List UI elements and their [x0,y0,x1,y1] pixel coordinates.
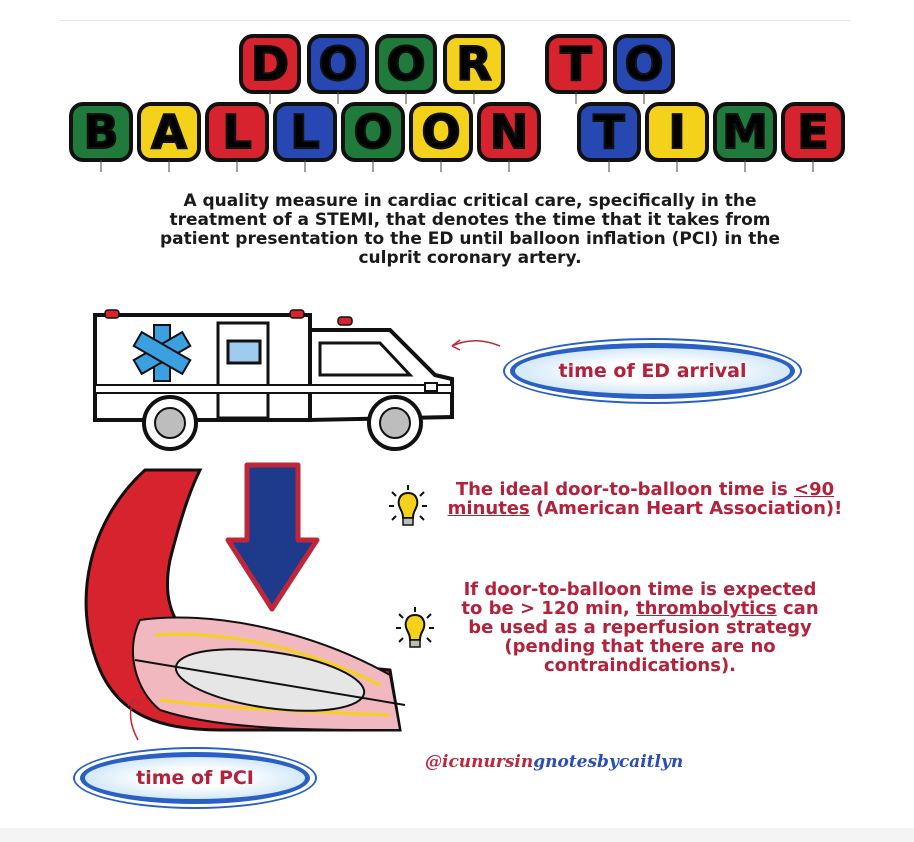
balloon-letter: M [713,102,777,162]
balloon-letter: T [545,34,607,94]
ed-arrival-text: time of ED arrival [558,360,747,382]
balloon-letter: E [781,102,845,162]
title-space [511,34,539,94]
balloon-letter: N [477,102,541,162]
arrow-down-icon [225,462,320,612]
ambulance-icon [93,309,454,451]
balloon-letter: O [409,102,473,162]
balloon-letter: O [375,34,437,94]
balloon-letter: T [577,102,641,162]
balloon-letter: O [307,34,369,94]
pci-text: time of PCI [136,767,254,789]
bottom-strip [0,828,914,842]
lightbulb-icon [396,607,434,648]
top-divider [60,20,850,21]
balloon-letter: O [613,34,675,94]
author-handle: @icunursingnotesbycaitlyn [425,752,684,772]
balloon-letter: A [137,102,201,162]
coronary-artery-icon [84,468,406,732]
title-line-1: D O O R T O [0,34,914,94]
title-space [545,102,573,162]
lightbulb-icon [389,485,427,526]
ideal-time-note: The ideal door-to-balloon time is <90 mi… [447,479,843,519]
balloon-letter: I [645,102,709,162]
balloon-letter: L [205,102,269,162]
balloon-letter: B [69,102,133,162]
pci-label: time of PCI [73,747,317,809]
thrombolytics-term: thrombolytics [636,598,777,619]
ed-arrival-label: time of ED arrival [503,338,802,404]
ideal-time-value: <90 minutes [447,479,835,519]
balloon-letter: D [239,34,301,94]
intro-definition: A quality measure in cardiac critical ca… [160,191,780,268]
balloon-letter: O [341,102,405,162]
balloon-letter: L [273,102,337,162]
title-line-2: B A L L O O N T I M E [0,102,914,162]
balloon-letter: R [443,34,505,94]
thrombolytics-note: If door-to-balloon time is expected to b… [461,579,819,676]
